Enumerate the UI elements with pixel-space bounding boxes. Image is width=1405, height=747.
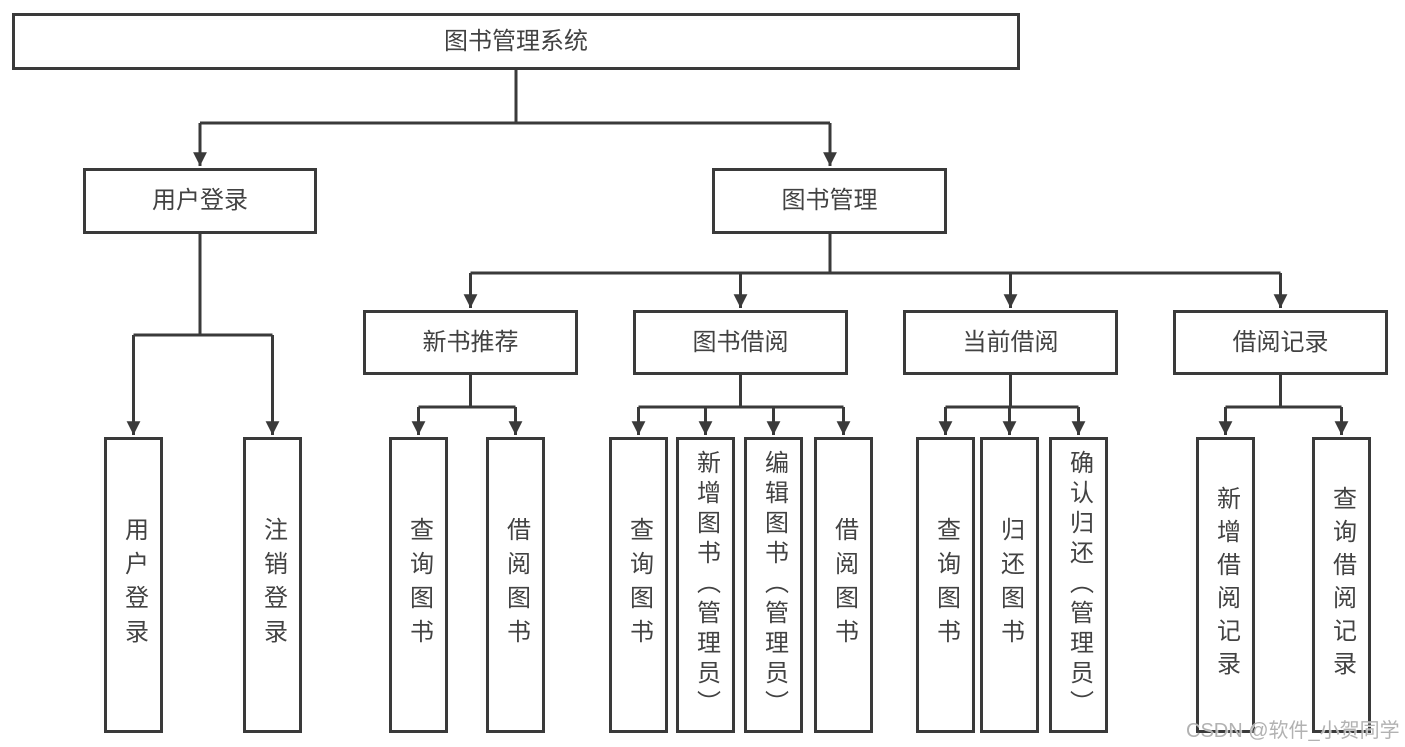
leaf-add-book-admin: 新增图书（管理员）	[676, 437, 735, 733]
node-new-book-recommend: 新书推荐	[363, 310, 578, 375]
node-label: 查询图书	[625, 517, 653, 653]
node-label: 编辑图书（管理员）	[760, 450, 788, 720]
node-user-login-module: 用户登录	[83, 168, 317, 234]
leaf-query-book: 查询图书	[609, 437, 668, 733]
leaf-query-borrow-record: 查询借阅记录	[1312, 437, 1371, 733]
leaf-return-book: 归还图书	[980, 437, 1039, 733]
node-label: 新书推荐	[422, 328, 519, 356]
node-label: 借阅记录	[1232, 328, 1329, 356]
node-borrow-record: 借阅记录	[1173, 310, 1388, 375]
node-label: 查询图书	[405, 517, 433, 653]
node-label: 查询借阅记录	[1328, 486, 1356, 684]
node-book-management-module: 图书管理	[712, 168, 947, 234]
leaf-logout: 注销登录	[243, 437, 302, 733]
leaf-borrow-book: 借阅图书	[814, 437, 873, 733]
csdn-watermark: CSDN @软件_小贺同学	[1186, 720, 1400, 742]
node-root-system: 图书管理系统	[12, 13, 1020, 70]
node-label: 当前借阅	[962, 328, 1059, 356]
node-label: 确认归还（管理员）	[1065, 450, 1093, 720]
node-current-borrow: 当前借阅	[903, 310, 1118, 375]
leaf-query-current-book: 查询图书	[916, 437, 975, 733]
node-label: 用户登录	[120, 517, 148, 653]
leaf-confirm-return-admin: 确认归还（管理员）	[1049, 437, 1108, 733]
node-label: 新增借阅记录	[1212, 486, 1240, 684]
node-label: 图书管理系统	[444, 27, 588, 55]
node-label: 新增图书（管理员）	[692, 450, 720, 720]
node-label: 用户登录	[152, 187, 248, 214]
node-label: 查询图书	[932, 517, 960, 653]
leaf-edit-book-admin: 编辑图书（管理员）	[744, 437, 803, 733]
leaf-add-borrow-record: 新增借阅记录	[1196, 437, 1255, 733]
leaf-user-login: 用户登录	[104, 437, 163, 733]
node-label: 图书管理	[781, 187, 878, 214]
node-label: 借阅图书	[502, 517, 530, 653]
leaf-borrow-book-recommend: 借阅图书	[486, 437, 545, 733]
node-label: 图书借阅	[692, 328, 789, 356]
node-label: 借阅图书	[830, 517, 858, 653]
node-book-borrow: 图书借阅	[633, 310, 848, 375]
node-label: 注销登录	[259, 517, 287, 653]
leaf-query-book-recommend: 查询图书	[389, 437, 448, 733]
node-label: 归还图书	[996, 517, 1024, 653]
